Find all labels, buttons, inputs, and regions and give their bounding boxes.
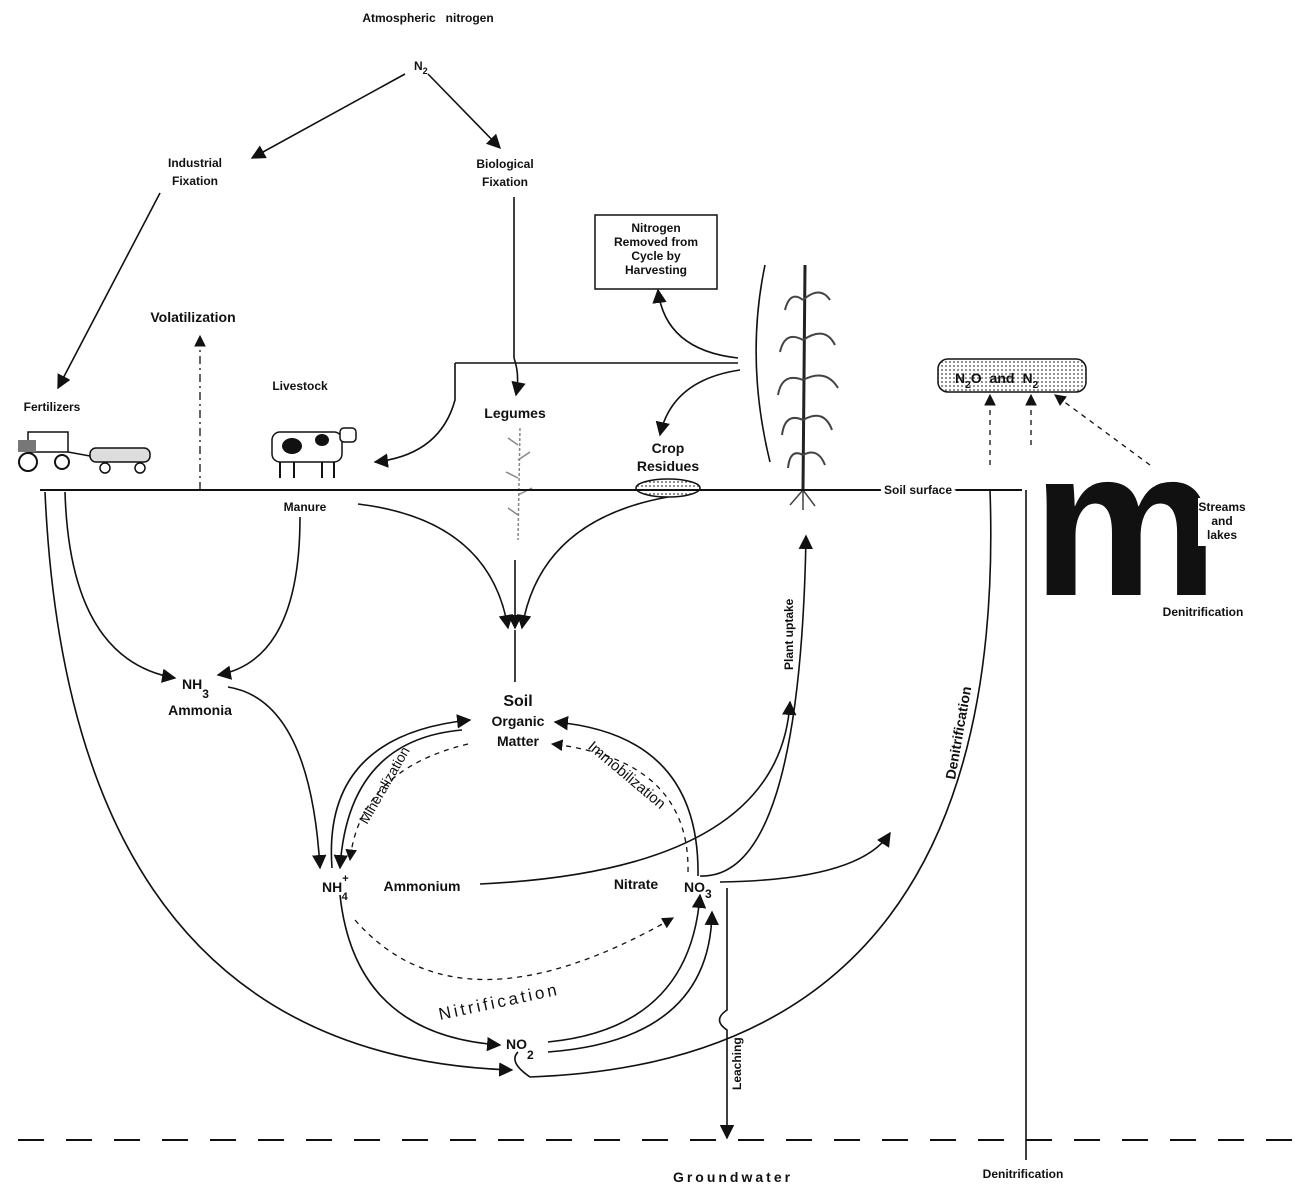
fertilizer-to-nh3 (64, 491, 177, 683)
atmospheric-nitrogen-title: Atmospheric nitrogen (362, 11, 493, 25)
soil-surface-label: Soil surface (884, 483, 952, 497)
ammonium-label: Ammonium (384, 878, 461, 894)
manure-to-nh3 (216, 516, 301, 680)
legume-plant-icon (505, 427, 533, 541)
arrow-to-legumes (511, 357, 526, 397)
nitrate-to-denitrification (719, 831, 891, 883)
nh4-label: NH+4 (322, 873, 349, 903)
ammonia-label: Ammonia (168, 702, 232, 718)
leaching-arrow (718, 888, 735, 1140)
n2-label: N2 (414, 59, 428, 76)
livestock-label: Livestock (272, 379, 328, 393)
nh3-to-nh4 (227, 686, 327, 870)
nitrification-dashed (354, 917, 675, 981)
denitrification-right-label: Denitrification (1163, 605, 1244, 619)
ammonium-to-plant (479, 700, 797, 885)
crop-residue-icon (635, 478, 701, 498)
mineralization-dashed (345, 743, 469, 862)
leaching-label: Leaching (730, 1037, 744, 1090)
plant-uptake-label: Plant uptake (782, 598, 796, 670)
denitrification-curve-label: Denitrification (942, 685, 974, 780)
fertilizers-label: Fertilizers (24, 400, 81, 414)
mineralization-label: Mineralization (356, 744, 413, 827)
denitrification-bottom-label: Denitrification (983, 1167, 1064, 1181)
arrow-to-livestock (373, 363, 456, 468)
manure-label: Manure (284, 500, 327, 514)
cow-icon (271, 427, 357, 478)
no2-to-no3-arrow-1 (547, 893, 707, 1043)
som-to-ammonium-arrow (333, 729, 463, 870)
gas-box (937, 358, 1087, 393)
no2-to-no3-arrow-2 (547, 910, 719, 1053)
streams-lakes-glyph-icon: m (1032, 405, 1219, 640)
arrow-to-industrial-fixation (250, 73, 406, 159)
nitrate-to-som-arrow (553, 715, 699, 877)
manure-to-som (357, 503, 513, 630)
nitrate-to-plant (699, 534, 813, 877)
ammonium-to-no2 (339, 894, 502, 1052)
denitrification-curve (514, 489, 992, 1078)
arrow-to-harvest (652, 288, 739, 359)
nitrification-label: Nitrification (437, 980, 561, 1024)
no3-label: NO3 (684, 879, 712, 901)
arrow-to-biological-fixation (427, 73, 502, 150)
streams-lakes-box (1198, 498, 1248, 546)
no2-label: NO2 (506, 1036, 534, 1062)
ammonium-to-som-arrow (330, 714, 472, 869)
residues-to-som (517, 496, 669, 630)
legumes-label: Legumes (484, 405, 546, 421)
corn-plant-icon (755, 264, 839, 510)
harvest-box (594, 214, 718, 290)
volatilization-label: Volatilization (150, 309, 235, 325)
arrow-to-crop-residues (655, 369, 741, 437)
tractor-icon (18, 431, 151, 474)
fertilizer-to-nitrate-curve (44, 491, 514, 1077)
immobilization-label: Immobilization (584, 738, 668, 813)
nitrate-label: Nitrate (614, 876, 659, 892)
groundwater-label: Groundwater (673, 1169, 793, 1185)
arrow-to-fertilizers (57, 192, 161, 390)
nh3-label: NH3 (182, 676, 209, 701)
